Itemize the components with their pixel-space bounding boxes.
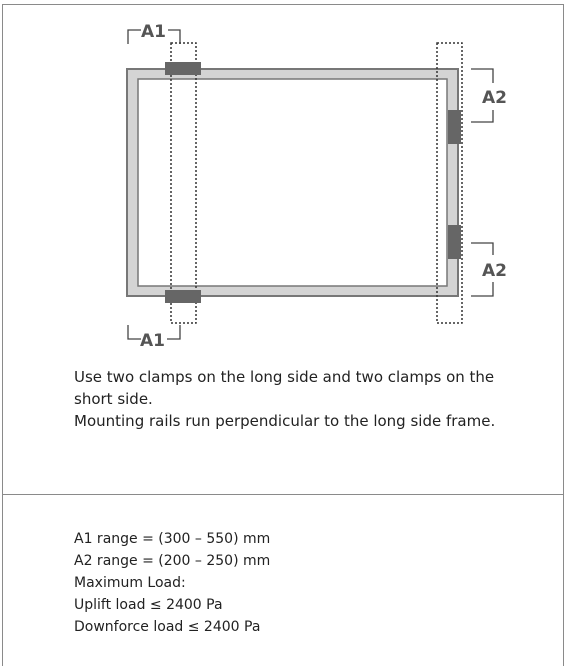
bracket-a2-bottom — [471, 242, 494, 255]
content-box — [2, 4, 564, 666]
bracket-a1-top — [127, 29, 141, 44]
instruction-line: Mounting rails run perpendicular to the … — [74, 412, 496, 430]
bracket-a2-top-lower — [471, 110, 494, 123]
label-a2-top: A2 — [482, 88, 507, 108]
spec-line: Downforce load ≤ 2400 Pa — [74, 619, 261, 635]
spec-line: Uplift load ≤ 2400 Pa — [74, 597, 223, 613]
specifications: A1 range = (300 – 550) mm A2 range = (20… — [74, 528, 514, 638]
bracket-a1-top-right — [168, 29, 181, 44]
clamp-right-upper — [448, 110, 461, 144]
spec-line: A2 range = (200 – 250) mm — [74, 553, 271, 569]
rail-left — [170, 42, 197, 324]
bracket-a2-top — [471, 68, 494, 83]
section-divider — [2, 494, 564, 495]
clamp-bottom — [165, 290, 201, 303]
clamp-top — [165, 62, 201, 75]
label-a2-bottom: A2 — [482, 261, 507, 281]
bracket-a1-bottom — [127, 325, 141, 340]
label-a1-top: A1 — [141, 22, 166, 42]
clamp-right-lower — [448, 225, 461, 259]
module-frame-inner — [137, 78, 448, 287]
bracket-a1-bottom-right — [167, 325, 181, 340]
rail-right — [436, 42, 463, 324]
instruction-line: Use two clamps on the long side and two … — [74, 368, 495, 408]
spec-line: A1 range = (300 – 550) mm — [74, 531, 271, 547]
bracket-a2-bottom-lower — [471, 282, 494, 297]
label-a1-bottom: A1 — [140, 331, 165, 351]
instructions: Use two clamps on the long side and two … — [74, 366, 514, 432]
spec-line: Maximum Load: — [74, 575, 186, 591]
mounting-diagram: A1 A1 A2 A2 — [126, 22, 507, 351]
